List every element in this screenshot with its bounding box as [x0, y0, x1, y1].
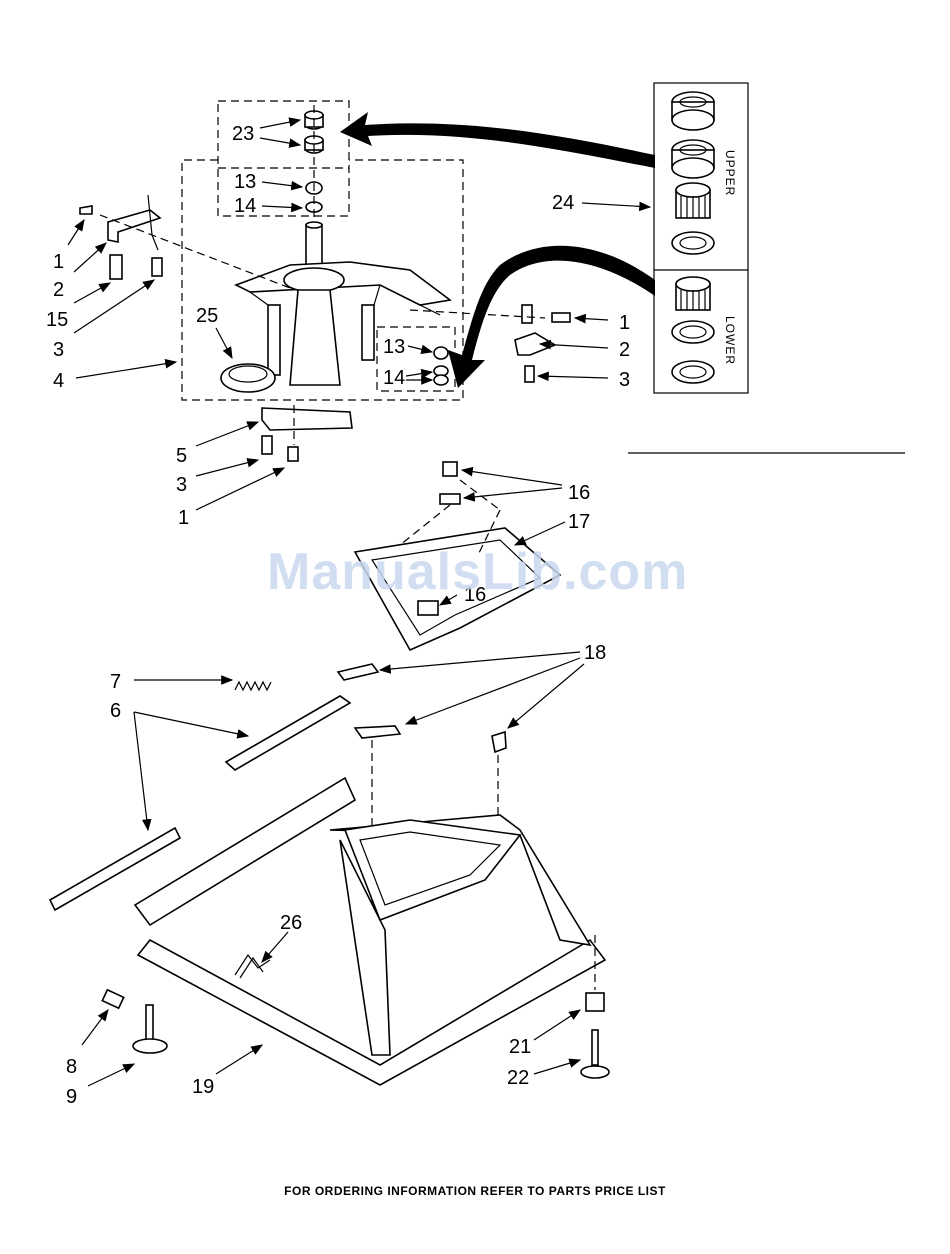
strap-6-upper: [226, 696, 350, 770]
seal-parts: [305, 105, 323, 225]
mounting-base: [236, 222, 450, 385]
callout-18: 18: [584, 642, 606, 664]
leg-parts-left: [102, 990, 167, 1053]
callout-2-right: 2: [619, 339, 630, 361]
footer-note: FOR ORDERING INFORMATION REFER TO PARTS …: [0, 1184, 950, 1198]
lower-label: LOWER: [723, 316, 737, 365]
lower-bearing-parts: [672, 277, 714, 383]
callout-24: 24: [552, 192, 574, 214]
callout-7: 7: [110, 671, 121, 693]
callout-14-right: 14: [383, 367, 405, 389]
callout-17: 17: [568, 511, 590, 533]
callout-16: 16: [568, 482, 590, 504]
callout-9: 9: [66, 1086, 77, 1108]
spring-7: [235, 682, 271, 690]
callout-15: 15: [46, 309, 68, 331]
ring-25: [221, 364, 275, 392]
lower-bracket-parts: [262, 405, 352, 461]
callout-3-lower: 3: [176, 474, 187, 496]
callout-19: 19: [192, 1076, 214, 1098]
callout-5: 5: [176, 445, 187, 467]
callout-21: 21: [509, 1036, 531, 1058]
left-bracket-parts: [80, 195, 290, 288]
callout-23: 23: [232, 123, 254, 145]
callout-13-right: 13: [383, 336, 405, 358]
callout-8: 8: [66, 1056, 77, 1078]
callout-2: 2: [53, 279, 64, 301]
callout-26: 26: [280, 912, 302, 934]
callout-1-right: 1: [619, 312, 630, 334]
callout-22: 22: [507, 1067, 529, 1089]
callout-25: 25: [196, 305, 218, 327]
upper-label: UPPER: [723, 150, 737, 196]
callout-1: 1: [53, 251, 64, 273]
upper-bearing-parts: [672, 92, 714, 254]
callout-3-right: 3: [619, 369, 630, 391]
bushing-parts-right: [434, 347, 448, 385]
callout-13: 13: [234, 171, 256, 193]
callout-6: 6: [110, 700, 121, 722]
callout-1-lower: 1: [178, 507, 189, 529]
base-frame-19: [135, 778, 605, 1085]
callout-14: 14: [234, 195, 256, 217]
callout-3: 3: [53, 339, 64, 361]
callout-4: 4: [53, 370, 64, 392]
watermark-text: ManualsLib.com: [267, 542, 688, 602]
